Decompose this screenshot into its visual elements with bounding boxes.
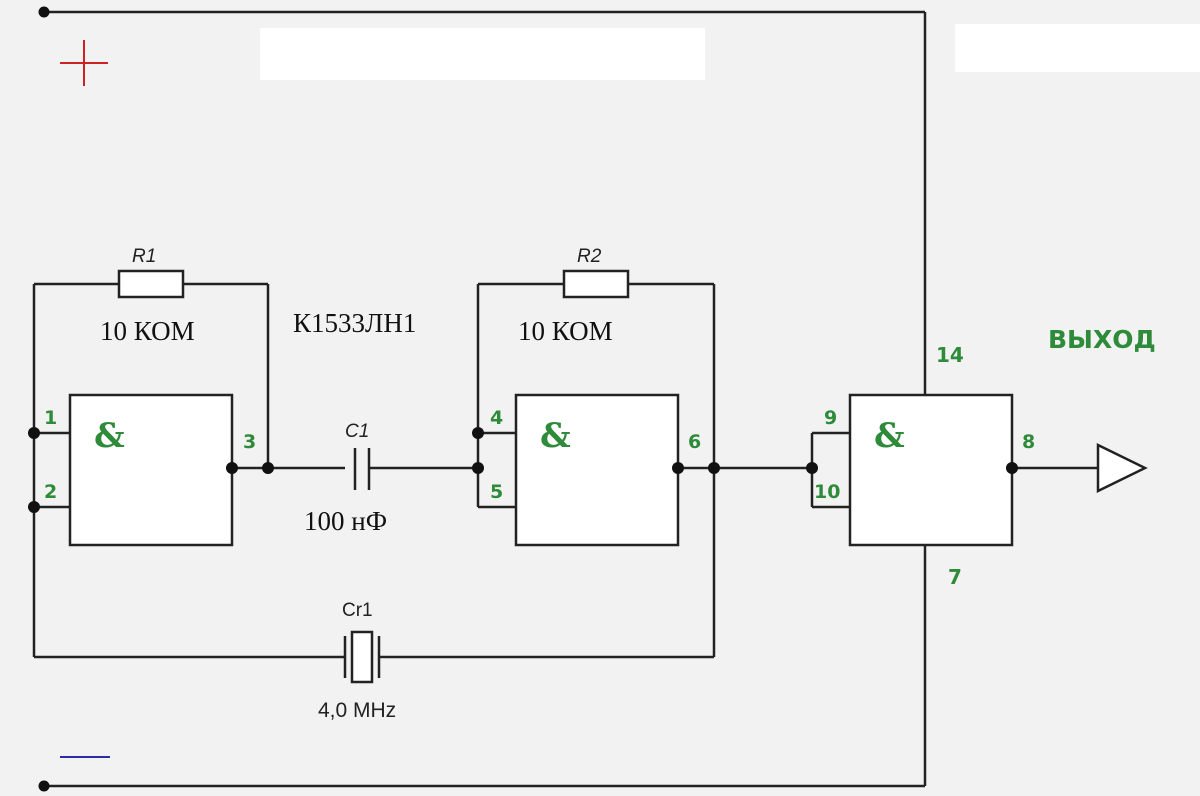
pin-4: 4 (490, 407, 503, 429)
rail-node (38, 780, 50, 792)
rail-node (38, 6, 50, 18)
r2-value: 10 КОМ (518, 316, 613, 346)
junction-node (472, 427, 484, 439)
r2-resistor (562, 269, 630, 299)
pin-10: 10 (814, 481, 840, 503)
output-arrow-icon (1096, 442, 1148, 494)
pin-8: 8 (1022, 431, 1035, 453)
output-node (672, 462, 684, 474)
r1-resistor (117, 269, 185, 299)
r1-value: 10 КОМ (100, 316, 195, 346)
junction-node (262, 462, 274, 474)
pin-1: 1 (44, 407, 57, 429)
power-rails (38, 6, 927, 792)
crystal-cr1 (34, 630, 714, 684)
chip-label: К1533ЛН1 (293, 308, 416, 338)
r2-name: R2 (577, 246, 602, 267)
gate-1 (34, 393, 345, 547)
pin-2: 2 (44, 481, 57, 503)
output-node (226, 462, 238, 474)
gate-3 (806, 393, 1148, 547)
plus-sign (60, 40, 108, 86)
c1-capacitor (353, 448, 478, 490)
r1-name: R1 (132, 246, 156, 267)
crystal-body (350, 630, 374, 684)
gate-3-symbol: & (874, 416, 905, 456)
pin-14: 14 (936, 343, 964, 367)
pin-6: 6 (688, 431, 701, 453)
label-patch (955, 24, 1200, 72)
crystal-name: Cr1 (342, 600, 373, 621)
c1-value: 100 нФ (304, 506, 387, 536)
label-patch (260, 28, 705, 80)
pin-5: 5 (490, 481, 503, 503)
junction-node (28, 427, 40, 439)
junction-node (472, 462, 484, 474)
output-node (1006, 462, 1018, 474)
r1-feedback-loop (28, 269, 274, 657)
junction-node (28, 501, 40, 513)
pin-3: 3 (243, 431, 256, 453)
gate-2 (472, 269, 812, 657)
pin-9: 9 (824, 407, 837, 429)
gate-2-symbol: & (540, 416, 571, 456)
junction-node (708, 462, 720, 474)
gate-1-symbol: & (94, 416, 125, 456)
pin-7: 7 (948, 565, 962, 589)
c1-name: C1 (345, 421, 369, 442)
junction-node (806, 462, 818, 474)
crystal-value: 4,0 MHz (318, 699, 396, 722)
output-label: ВЫХОД (1048, 325, 1156, 354)
